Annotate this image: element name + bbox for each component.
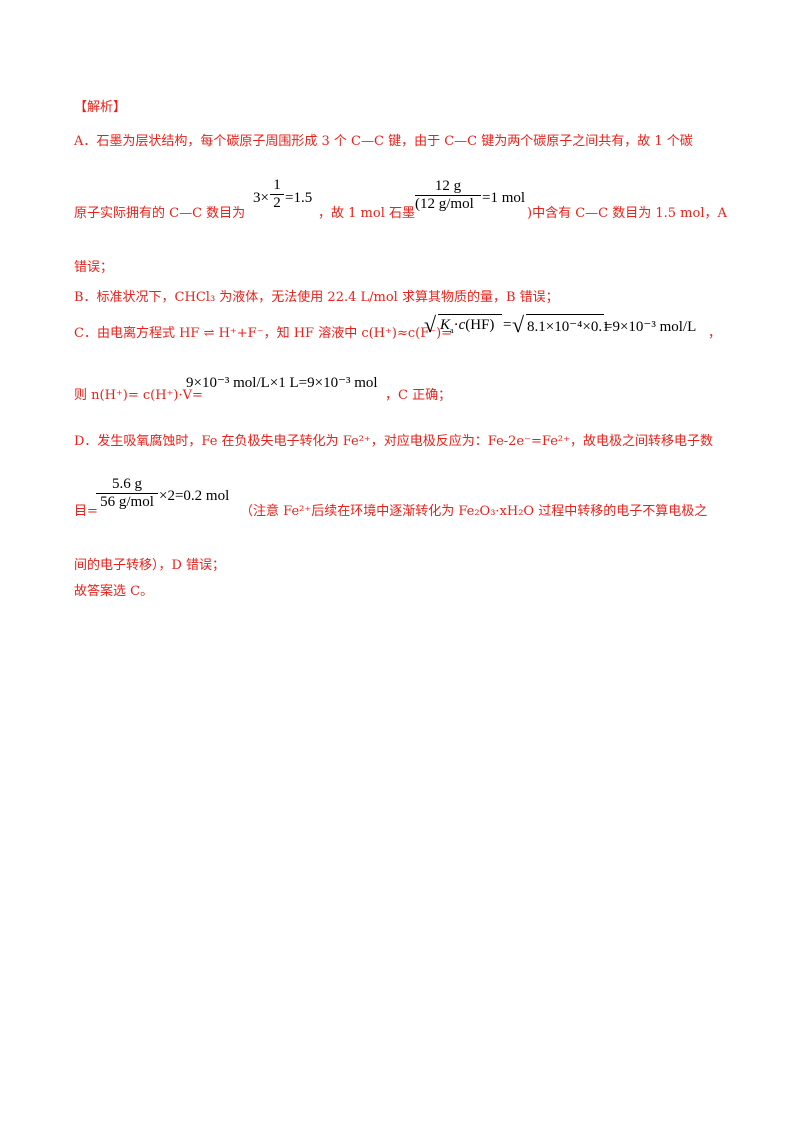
a-fraction2-denominator: (12 g/mol xyxy=(415,196,474,212)
option-d-line2-post: （注意 Fe²⁺后续在环境中逐渐转化为 Fe₂O₃·xH₂O 过程中转移的电子不… xyxy=(240,504,708,519)
a-fraction1: 1 2 xyxy=(270,177,284,212)
option-d-line2-pre: 目= xyxy=(74,504,98,519)
d-fraction: 5.6 g 56 g/mol xyxy=(96,476,158,511)
d-fraction-bar xyxy=(96,493,158,494)
analysis-heading: 【解析】 xyxy=(74,100,127,115)
c-sqrt2-sign: √ xyxy=(512,312,525,337)
option-a-line2-post: )中含有 C—C 数目为 1.5 mol，A xyxy=(527,206,727,221)
option-b-line1: B．标准状况下，CHCl₃ 为液体，无法使用 22.4 L/mol 求算其物质的… xyxy=(74,290,559,305)
c-equals: = xyxy=(503,317,512,333)
a-fraction2: 12 g (12 g/mol xyxy=(415,178,481,213)
d-fraction-numerator: 5.6 g xyxy=(112,476,142,492)
option-d-line3: 间的电子转移），D 错误； xyxy=(74,558,226,573)
c-sqrt1-bar xyxy=(438,314,502,315)
c-sqrt1-sign: √ xyxy=(424,312,437,337)
option-d-line1: D．发生吸氧腐蚀时，Fe 在负极失电子转化为 Fe²⁺，对应电极反应为：Fe-2… xyxy=(74,434,713,449)
c-line2-expression: 9×10⁻³ mol/L×1 L=9×10⁻³ mol xyxy=(186,375,378,391)
c-sqrt2-body: 8.1×10⁻⁴×0.1 xyxy=(527,319,610,335)
c-sqrt1-body: Ka·c(HF) xyxy=(440,317,495,335)
option-a-line2-pre: 原子实际拥有的 C—C 数目为 xyxy=(74,206,246,221)
option-c-line2-pre: 则 n(H⁺)= c(H⁺)·V= xyxy=(74,388,203,403)
a-fraction2-numerator: 12 g xyxy=(434,178,462,194)
a-fraction1-denominator: 2 xyxy=(273,195,281,211)
a-fraction1-result: =1.5 xyxy=(285,190,313,206)
a-fraction2-bar xyxy=(415,195,481,196)
option-c-line2-post: ，C 正确； xyxy=(385,388,452,403)
option-a-mid: ，故 1 mol 石墨 xyxy=(318,206,415,221)
c-comma: ， xyxy=(708,326,722,341)
option-c-pre: C．由电离方程式 HF ⇌ H⁺+F⁻，知 HF 溶液中 c(H⁺)≈c(F⁻)… xyxy=(74,326,453,341)
c-result: =9×10⁻³ mol/L xyxy=(604,319,697,335)
a-fraction1-bar xyxy=(270,194,284,195)
a-fraction1-numerator: 1 xyxy=(273,177,281,193)
d-fraction-denominator: 56 g/mol xyxy=(100,494,154,510)
c-sqrt2-bar xyxy=(526,314,604,315)
a-fraction1-whole: 3× xyxy=(253,190,269,206)
option-a-line1: A．石墨为层状结构，每个碳原子周围形成 3 个 C—C 键，由于 C—C 键为两… xyxy=(74,134,693,149)
d-fraction-result: ×2=0.2 mol xyxy=(159,488,230,504)
a-fraction2-result: =1 mol xyxy=(482,190,526,206)
final-answer: 故答案选 C。 xyxy=(74,584,154,599)
option-a-line3: 错误； xyxy=(74,260,114,275)
